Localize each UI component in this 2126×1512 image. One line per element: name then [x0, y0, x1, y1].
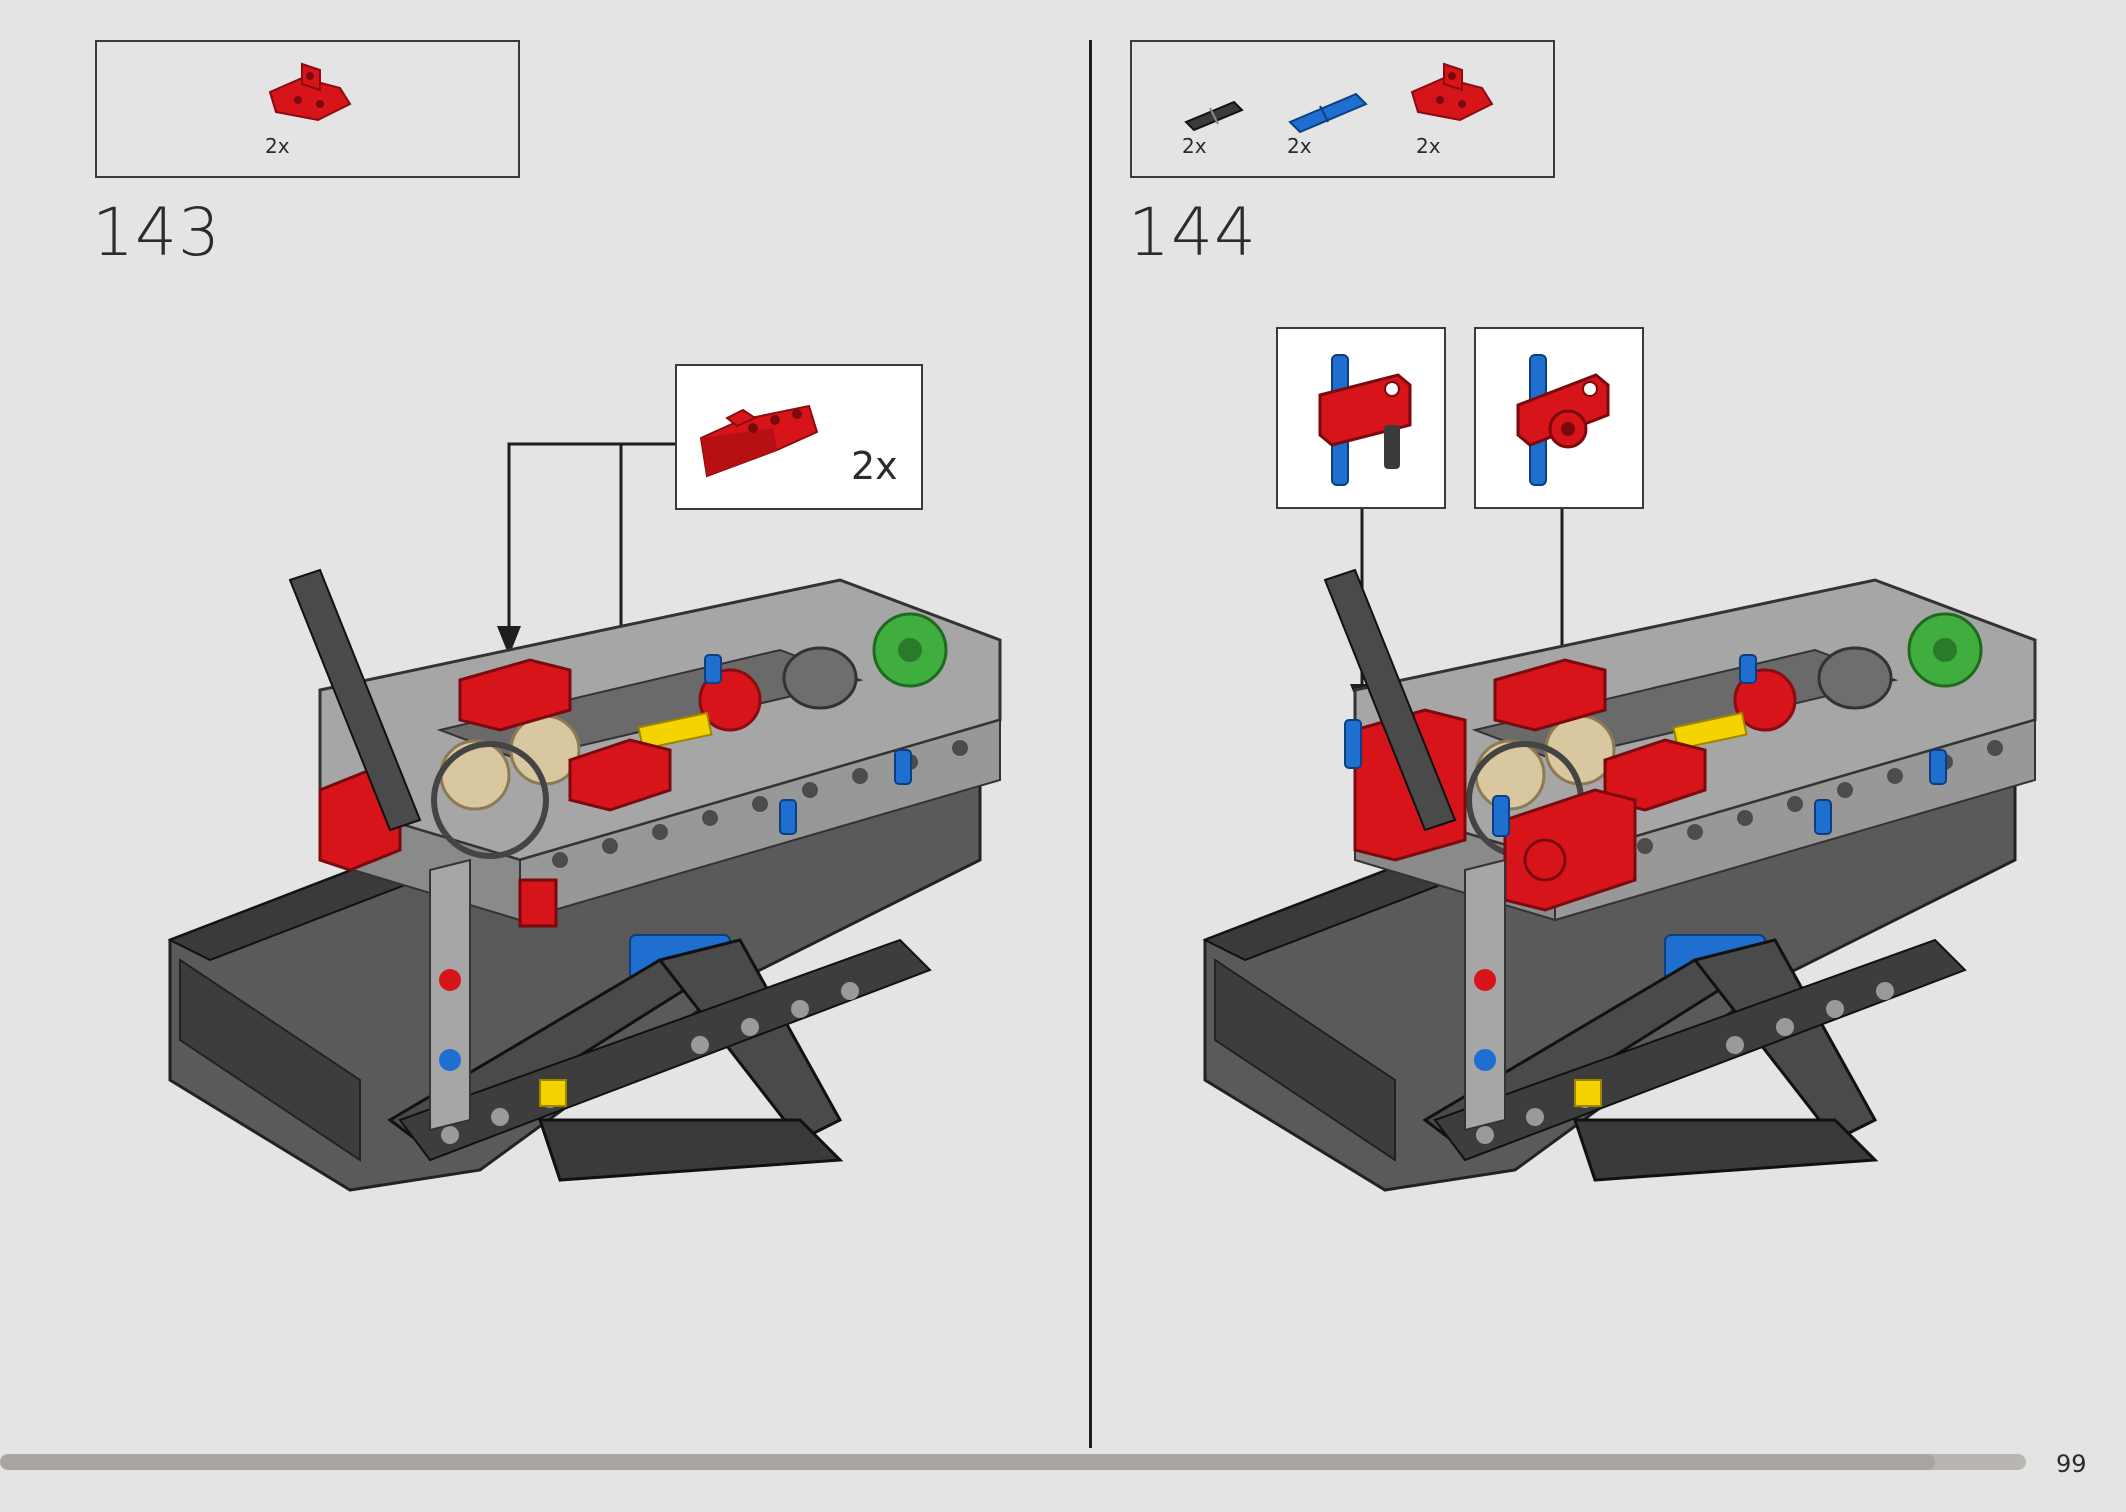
assembly-model-step-144: [1202, 568, 2037, 1192]
callout-box-step-144-left: [1276, 327, 1446, 509]
red-beam-connector-icon: [699, 404, 819, 478]
part-quantity: 2x: [265, 134, 290, 158]
blue-axle-pin-icon: [1288, 92, 1368, 134]
callout-box-step-144-right: [1474, 327, 1644, 509]
black-axle-pin-icon: [1184, 100, 1244, 132]
parts-list-box-step-144: 2x 2x 2x: [1130, 40, 1555, 178]
page-divider: [1089, 40, 1092, 1448]
step-number-144: 144: [1128, 194, 1257, 271]
page-number: 99: [2056, 1450, 2087, 1478]
assembly-model-step-143: [167, 568, 1002, 1192]
callout-quantity: 2x: [851, 444, 898, 488]
subassembly-left-icon: [1318, 354, 1412, 486]
step-number-143: 143: [92, 194, 221, 271]
part-quantity: 2x: [1416, 134, 1441, 158]
book-progress-bar: [0, 1454, 2026, 1470]
part-quantity: 2x: [1287, 134, 1312, 158]
book-progress-fill: [0, 1454, 1935, 1470]
red-beam-connector-icon: [1410, 62, 1494, 122]
callout-box-step-143: 2x: [675, 364, 923, 510]
subassembly-right-icon: [1516, 354, 1610, 486]
red-beam-connector-icon: [268, 62, 352, 122]
part-quantity: 2x: [1182, 134, 1207, 158]
parts-list-box-step-143: 2x: [95, 40, 520, 178]
